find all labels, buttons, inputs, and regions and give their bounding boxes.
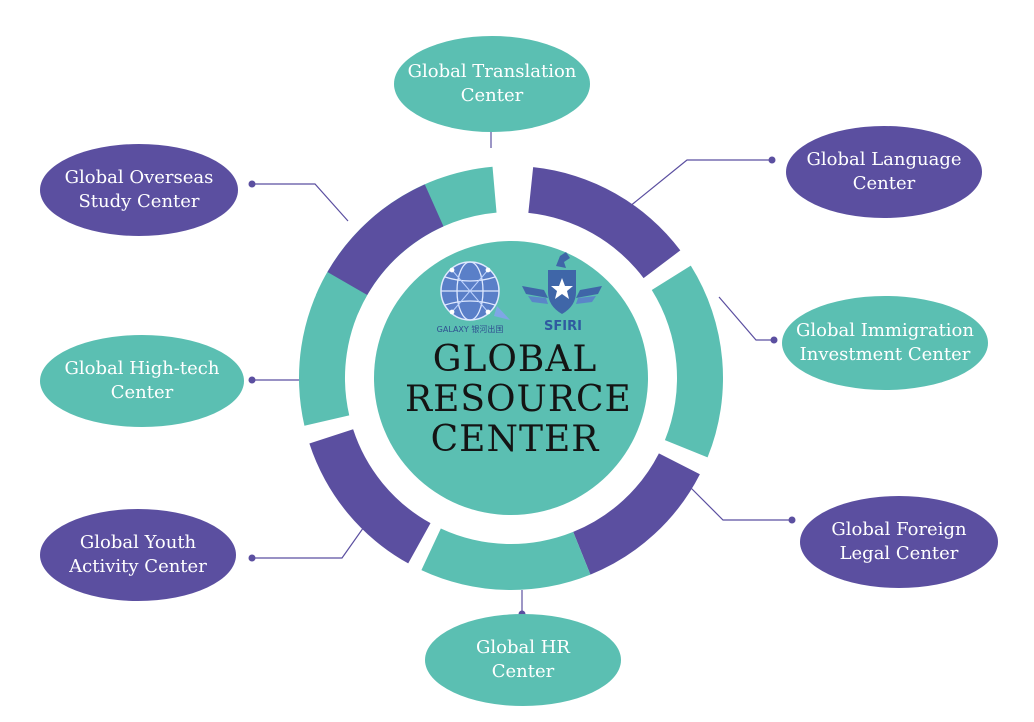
node-label: Global HR — [476, 637, 570, 658]
node-language: Global Language Center — [786, 126, 982, 218]
node-label: Global Overseas — [64, 167, 214, 188]
node-label: Study Center — [78, 191, 200, 212]
connector-dot-immigration — [770, 336, 778, 344]
node-label: Global High-tech — [64, 358, 220, 379]
connector-dot-hightech — [248, 376, 256, 384]
center-title-line: GLOBAL — [432, 339, 598, 380]
node-label: Legal Center — [839, 543, 959, 564]
logo-right-caption: SFIRI — [544, 319, 582, 334]
node-translation: Global Translation Center — [394, 36, 590, 132]
node-label: Global Translation — [407, 61, 577, 82]
globe-network-icon — [440, 261, 510, 321]
connector-line-immigration — [718, 296, 774, 341]
node-label: Center — [852, 173, 916, 194]
center-title-line: CENTER — [430, 419, 600, 460]
connector-dot-language — [768, 156, 776, 164]
center-title-line: RESOURCE — [405, 379, 632, 420]
center-circle — [374, 241, 648, 515]
node-label: Global Youth — [79, 532, 197, 553]
node-label: Global Immigration — [796, 320, 974, 341]
ring-segment-hr — [421, 528, 591, 590]
node-label: Activity Center — [69, 556, 207, 577]
connector-dot-legal — [788, 516, 796, 524]
connector-dot-youth — [248, 554, 256, 562]
connector-line-language — [628, 159, 772, 208]
node-label: Investment Center — [799, 344, 971, 365]
node-label: Center — [110, 382, 174, 403]
eagle-shield-icon — [522, 252, 602, 314]
ring-segment-hightech — [299, 272, 368, 426]
ring-segment-language — [528, 167, 681, 279]
node-label: Center — [491, 661, 555, 682]
ring-segment-youth — [309, 429, 431, 564]
ring-segment-overseas — [327, 184, 444, 295]
center-title: GLOBAL RESOURCE CENTER — [405, 339, 632, 460]
node-hightech: Global High-tech Center — [40, 335, 244, 427]
node-label: Global Language — [806, 149, 962, 170]
node-legal: Global Foreign Legal Center — [800, 496, 998, 588]
ring-segment-immigration — [651, 265, 723, 458]
connector-line-overseas — [252, 183, 349, 222]
connector-line-legal — [683, 480, 792, 521]
ring-segments — [299, 166, 723, 590]
ring-segment-legal — [573, 453, 700, 575]
logo-left-caption: GALAXY 银河出国 — [437, 324, 504, 334]
node-youth: Global Youth Activity Center — [40, 509, 236, 601]
connector-dot-overseas — [248, 180, 256, 188]
node-label: Center — [460, 85, 524, 106]
node-immigration: Global Immigration Investment Center — [782, 296, 988, 390]
node-overseas: Global Overseas Study Center — [40, 144, 238, 236]
node-label: Global Foreign — [831, 519, 967, 540]
node-hr: Global HR Center — [425, 614, 621, 706]
